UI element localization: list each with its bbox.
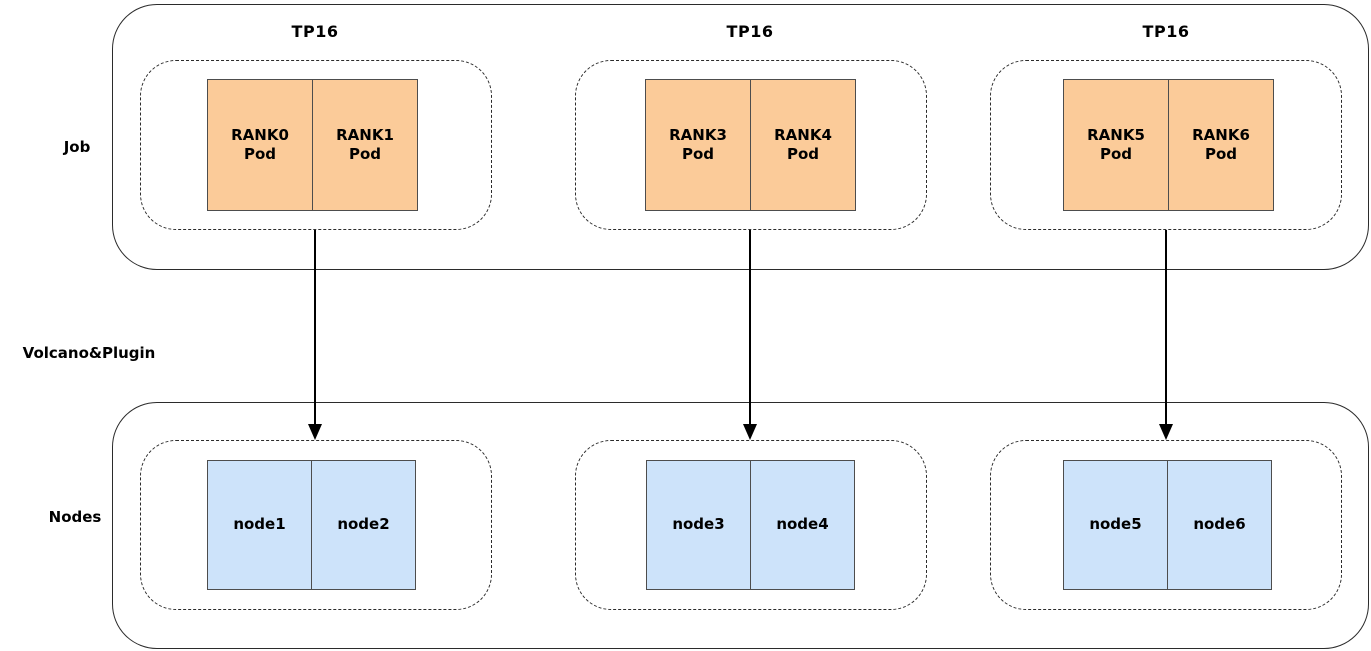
tp-group-1-title: TP16 bbox=[291, 22, 339, 41]
node-box-node3: node3 bbox=[646, 460, 751, 590]
nodes-container bbox=[112, 402, 1369, 649]
node-pair-3: node5 node6 bbox=[1063, 460, 1272, 590]
node-label: node5 bbox=[1089, 515, 1142, 534]
pod-box-rank4: RANK4 Pod bbox=[750, 79, 856, 211]
pod-rank-label: RANK1 bbox=[336, 125, 394, 144]
pod-pair-1: RANK0 Pod RANK1 Pod bbox=[207, 79, 418, 211]
node-pair-2: node3 node4 bbox=[646, 460, 855, 590]
pod-rank-label: RANK0 bbox=[231, 125, 289, 144]
pod-pair-2: RANK3 Pod RANK4 Pod bbox=[645, 79, 856, 211]
job-label: Job bbox=[63, 138, 91, 156]
arrow-3-head-icon bbox=[1159, 424, 1173, 440]
arrow-2-line bbox=[749, 230, 751, 426]
arrow-2-head-icon bbox=[743, 424, 757, 440]
pod-rank-label: RANK5 bbox=[1087, 125, 1145, 144]
arrow-3-line bbox=[1165, 230, 1167, 426]
pod-box-rank6: RANK6 Pod bbox=[1168, 79, 1274, 211]
node-group-2 bbox=[575, 440, 927, 610]
volcano-plugin-label: Volcano&Plugin bbox=[22, 344, 156, 362]
node-box-node5: node5 bbox=[1063, 460, 1168, 590]
node-label: node1 bbox=[233, 515, 286, 534]
node-label: node6 bbox=[1193, 515, 1246, 534]
pod-rank-label: RANK3 bbox=[669, 125, 727, 144]
node-group-3 bbox=[990, 440, 1342, 610]
arrow-1-head-icon bbox=[308, 424, 322, 440]
node-box-node1: node1 bbox=[207, 460, 312, 590]
pod-type-label: Pod bbox=[1204, 145, 1238, 163]
pod-box-rank3: RANK3 Pod bbox=[645, 79, 751, 211]
tp-group-2 bbox=[575, 60, 927, 230]
tp-group-1 bbox=[140, 60, 492, 230]
pod-type-label: Pod bbox=[1099, 145, 1133, 163]
pod-box-rank0: RANK0 Pod bbox=[207, 79, 313, 211]
node-box-node6: node6 bbox=[1167, 460, 1272, 590]
pod-type-label: Pod bbox=[681, 145, 715, 163]
node-box-node2: node2 bbox=[311, 460, 416, 590]
node-label: node2 bbox=[337, 515, 390, 534]
nodes-label: Nodes bbox=[48, 508, 102, 526]
pod-rank-label: RANK6 bbox=[1192, 125, 1250, 144]
node-pair-1: node1 node2 bbox=[207, 460, 416, 590]
arrow-1-line bbox=[314, 230, 316, 426]
pod-box-rank5: RANK5 Pod bbox=[1063, 79, 1169, 211]
pod-type-label: Pod bbox=[348, 145, 382, 163]
pod-type-label: Pod bbox=[786, 145, 820, 163]
tp-group-3 bbox=[990, 60, 1342, 230]
node-group-1 bbox=[140, 440, 492, 610]
pod-box-rank1: RANK1 Pod bbox=[312, 79, 418, 211]
node-label: node4 bbox=[776, 515, 829, 534]
pod-rank-label: RANK4 bbox=[774, 125, 832, 144]
job-container bbox=[112, 4, 1369, 270]
tp-group-3-title: TP16 bbox=[1142, 22, 1190, 41]
pod-pair-3: RANK5 Pod RANK6 Pod bbox=[1063, 79, 1274, 211]
tp-group-2-title: TP16 bbox=[726, 22, 774, 41]
node-box-node4: node4 bbox=[750, 460, 855, 590]
pod-type-label: Pod bbox=[243, 145, 277, 163]
node-label: node3 bbox=[672, 515, 725, 534]
